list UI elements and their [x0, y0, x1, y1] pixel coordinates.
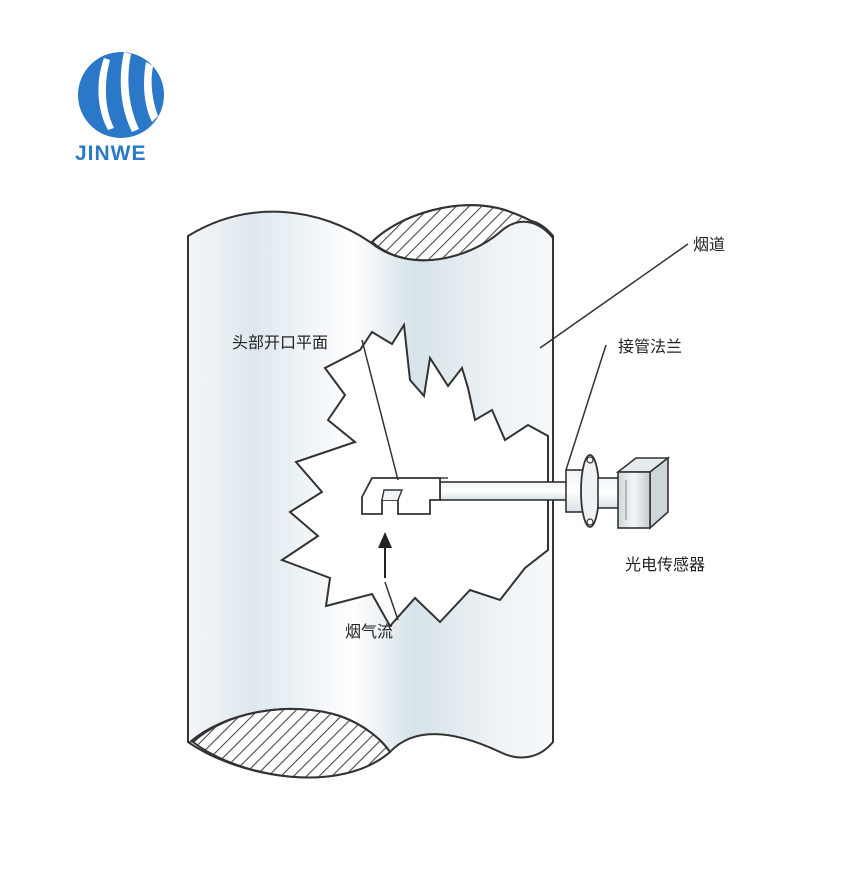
leader-head-plane	[361, 339, 399, 481]
flange-ring-icon	[580, 454, 600, 528]
logo-emblem-icon	[78, 52, 164, 138]
logo-swoosh-2-icon	[120, 52, 139, 132]
label-gas-flow: 烟气流	[345, 622, 393, 641]
probe-assembly	[361, 454, 671, 530]
label-flange: 接管法兰	[618, 337, 682, 356]
logo-swoosh-1-icon	[98, 58, 114, 130]
probe-head	[361, 477, 441, 515]
logo-swoosh-3-icon	[144, 62, 158, 122]
leader-flue	[539, 243, 689, 349]
probe-rod	[439, 481, 571, 501]
label-sensor: 光电传感器	[625, 555, 705, 574]
label-flue: 烟道	[693, 235, 725, 254]
labels: 烟道 接管法兰 头部开口平面 光电传感器 烟气流	[232, 235, 725, 641]
label-head-plane: 头部开口平面	[232, 333, 328, 352]
jinwe-logo: JINWE	[75, 52, 164, 165]
logo-text: JINWE	[75, 142, 147, 165]
photoelectric-sensor	[615, 456, 671, 530]
gas-flow-arrow-icon	[378, 532, 392, 578]
leader-gas-flow	[384, 581, 399, 621]
cutaway-opening	[279, 322, 549, 628]
leader-flange	[565, 344, 607, 471]
leader-lines	[361, 243, 689, 621]
